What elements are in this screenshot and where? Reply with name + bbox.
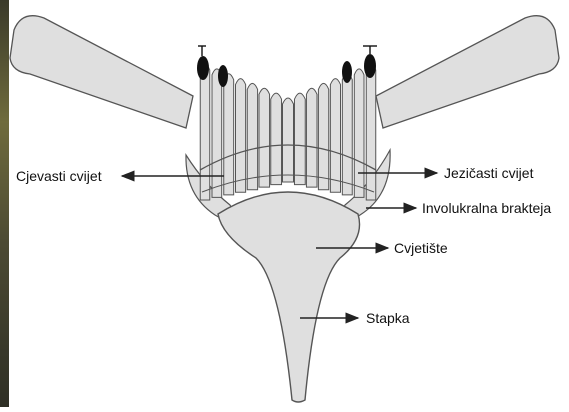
ray-petal-right (376, 16, 559, 128)
tubular-floret (200, 64, 210, 200)
label-tubular-flower: Cjevasti cvijet (16, 168, 102, 184)
tubular-floret (283, 98, 294, 182)
label-stalk: Stapka (366, 310, 410, 326)
tubular-floret (259, 88, 270, 187)
label-receptacle: Cvjetište (394, 240, 448, 256)
tubular-floret (212, 69, 222, 198)
label-ligulate-flower: Jezičasti cvijet (444, 165, 534, 181)
anther-left-2 (218, 65, 228, 87)
tubular-floret (236, 79, 246, 193)
background-edge (0, 0, 9, 407)
tubular-floret (318, 83, 328, 189)
tubular-floret (366, 64, 376, 200)
label-involucral-bract: Involukralna brakteja (422, 200, 551, 216)
tubular-floret (342, 74, 352, 195)
tubular-floret (247, 83, 257, 189)
tubular-floret (294, 93, 305, 184)
tubular-floret (330, 79, 340, 193)
anther-right-1 (342, 61, 352, 83)
anther-left-1 (197, 46, 209, 80)
tubular-floret (306, 88, 317, 187)
receptacle-and-stalk (218, 192, 360, 402)
tubular-floret (224, 74, 234, 195)
tubular-floret (354, 69, 364, 198)
tubular-florets (200, 64, 376, 200)
tubular-floret (271, 93, 282, 184)
ray-petal-left (10, 16, 193, 128)
